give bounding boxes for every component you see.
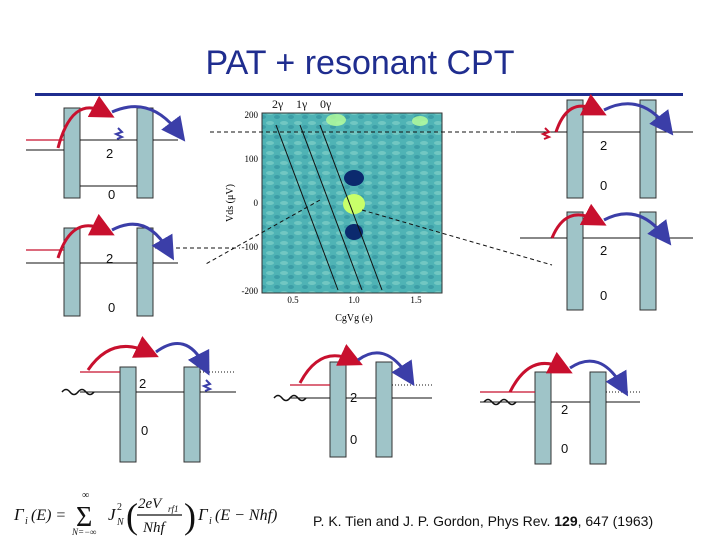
barrier: [375, 361, 393, 458]
barrier: [183, 366, 201, 463]
energy-diagram-left-mid: [26, 213, 178, 317]
y-tick: 0: [254, 198, 259, 208]
level-label-2: 2: [106, 146, 114, 161]
plot-feature: [344, 170, 364, 186]
plot-line: [319, 124, 383, 291]
plot-feature: [326, 114, 346, 126]
barrier: [566, 99, 584, 199]
y-tick: 100: [245, 154, 259, 164]
wavy-icon: [540, 127, 552, 140]
blue-arrow: [111, 105, 186, 142]
plot-feature: [343, 194, 365, 214]
barrier: [589, 371, 607, 465]
tien-gordon-formula: Γ i (E) = ∞ Σ N=−∞ J 2 N ( 2eV rf1 Nhf )…: [13, 490, 277, 537]
blue-arrow: [603, 212, 672, 246]
title-underline: [35, 93, 683, 96]
svg-text:Γ: Γ: [197, 505, 209, 524]
barrier: [136, 227, 154, 317]
red-arrow: [508, 351, 573, 393]
wavy-icon: [113, 127, 125, 140]
svg-text:i: i: [25, 516, 28, 527]
y-axis-label: Vds (μV): [225, 184, 236, 222]
energy-diagram-left-top: [26, 95, 186, 199]
barrier: [119, 366, 137, 463]
energy-diagram-bottom-1: [61, 336, 236, 463]
energy-diagram-bottom-3: [480, 351, 640, 465]
level-label-2: 2: [600, 138, 608, 153]
barrier: [63, 227, 81, 317]
level-label-0: 0: [561, 441, 569, 456]
photon-icon: [61, 388, 95, 396]
level-label-2: 2: [139, 376, 147, 391]
y-tick: -200: [242, 286, 259, 296]
red-arrow: [298, 344, 363, 384]
svg-text:Nhf: Nhf: [142, 520, 167, 536]
wavy-icon: [201, 379, 213, 392]
red-arrow: [550, 203, 607, 239]
y-tick: -100: [242, 242, 259, 252]
svg-text:N: N: [116, 517, 125, 528]
plot-feature: [412, 116, 428, 126]
red-arrow: [86, 336, 159, 371]
blue-arrow: [155, 342, 210, 376]
barrier: [534, 371, 552, 465]
energy-diagram-right-mid: [520, 203, 693, 311]
slide-title: PAT + resonant CPT: [205, 44, 515, 82]
gamma-label-2: 2γ: [272, 97, 284, 111]
barrier: [329, 361, 347, 458]
svg-text:2: 2: [117, 502, 122, 513]
x-tick: 1.5: [410, 295, 422, 305]
svg-text:rf1: rf1: [168, 504, 179, 514]
red-arrow: [56, 213, 115, 259]
y-tick: 200: [245, 110, 259, 120]
level-label-2: 2: [350, 390, 358, 405]
svg-text:N=−∞: N=−∞: [71, 527, 97, 537]
svg-text:J: J: [108, 505, 117, 524]
level-label-0: 0: [600, 178, 608, 193]
level-label-0: 0: [350, 432, 358, 447]
citation-suffix: , 647 (1963): [577, 513, 654, 529]
svg-text:Γ: Γ: [13, 505, 25, 524]
blue-arrow: [111, 222, 175, 261]
red-arrow: [554, 93, 607, 133]
vds-plot: 200 100 0 -100 -200 0.5 1.0 1.5 CgVg (e)…: [225, 110, 443, 324]
energy-diagram-right-top: [516, 93, 693, 199]
level-label-0: 0: [108, 187, 116, 202]
gamma-label-1: 1γ: [296, 97, 308, 111]
level-label-0: 0: [108, 300, 116, 315]
red-arrow: [56, 95, 115, 149]
level-label-2: 2: [600, 243, 608, 258]
svg-text:(: (: [126, 496, 138, 536]
x-tick: 1.0: [348, 295, 360, 305]
photon-icon: [483, 398, 517, 406]
citation: P. K. Tien and J. P. Gordon, Phys Rev. 1…: [313, 513, 653, 529]
svg-text:∞: ∞: [82, 490, 89, 501]
blue-arrow: [357, 351, 415, 387]
x-axis-label: CgVg (e): [335, 313, 373, 324]
citation-volume: 129: [554, 513, 578, 529]
svg-text:i: i: [209, 516, 212, 527]
barrier: [566, 211, 584, 311]
svg-text:2eV: 2eV: [138, 496, 163, 512]
svg-text:): ): [184, 496, 196, 536]
svg-text:Σ: Σ: [76, 502, 92, 533]
x-tick: 0.5: [287, 295, 299, 305]
plot-line: [299, 124, 363, 291]
blue-arrow: [603, 102, 674, 136]
level-label-0: 0: [600, 288, 608, 303]
svg-text:(E) =: (E) =: [31, 507, 66, 524]
barrier: [136, 107, 154, 199]
citation-prefix: P. K. Tien and J. P. Gordon, Phys Rev.: [313, 513, 555, 529]
gamma-label-0: 0γ: [320, 97, 332, 111]
level-label-2: 2: [106, 251, 114, 266]
blue-arrow: [569, 359, 629, 397]
energy-diagram-bottom-2: [273, 344, 432, 458]
level-label-2: 2: [561, 402, 569, 417]
photon-icon: [273, 394, 307, 402]
svg-text:(E − Nhf): (E − Nhf): [215, 507, 277, 524]
level-label-0: 0: [141, 423, 149, 438]
barrier: [63, 107, 81, 199]
